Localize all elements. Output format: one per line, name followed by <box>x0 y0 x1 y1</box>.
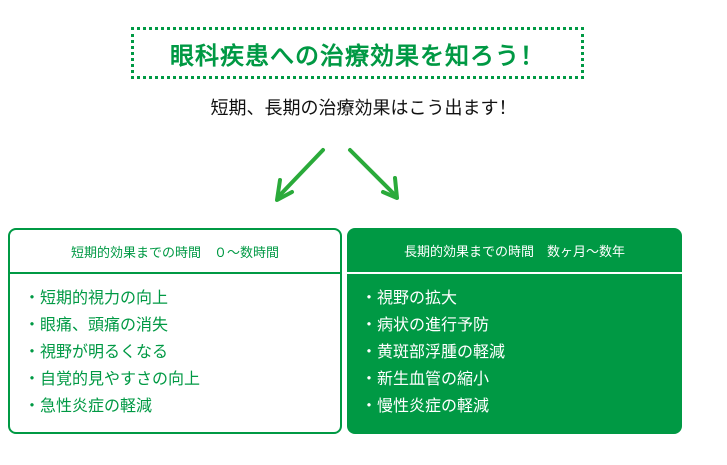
arrows-icon <box>275 148 399 202</box>
list-item: 黄斑部浮腫の軽減 <box>361 338 682 365</box>
list-item: 短期的視力の向上 <box>24 284 340 311</box>
short-term-header: 短期的効果までの時間 ０～数時間 <box>10 230 340 274</box>
list-item: 新生血管の縮小 <box>361 365 682 392</box>
list-item: 病状の進行予防 <box>361 311 682 338</box>
list-item: 急性炎症の軽減 <box>24 392 340 419</box>
subtitle: 短期、長期の治療効果はこう出ます！ <box>210 98 517 119</box>
arrow-right-head-icon <box>381 176 399 200</box>
page-title: 眼科疾患への治療効果を知ろう！ <box>131 27 584 79</box>
long-term-header: 長期的効果までの時間 数ヶ月～数年 <box>347 228 682 274</box>
arrow-left-icon <box>278 148 325 197</box>
list-item: 自覚的見やすさの向上 <box>24 365 340 392</box>
list-item: 眼痛、頭痛の消失 <box>24 311 340 338</box>
arrow-left-head-icon <box>275 178 294 202</box>
arrow-right-icon <box>348 148 397 197</box>
short-term-panel: 短期的効果までの時間 ０～数時間 短期的視力の向上 眼痛、頭痛の消失 視野が明る… <box>8 228 342 434</box>
list-item: 視野の拡大 <box>361 284 682 311</box>
long-term-panel: 長期的効果までの時間 数ヶ月～数年 視野の拡大 病状の進行予防 黄斑部浮腫の軽減… <box>347 228 682 434</box>
list-item: 慢性炎症の軽減 <box>361 392 682 419</box>
list-item: 視野が明るくなる <box>24 338 340 365</box>
